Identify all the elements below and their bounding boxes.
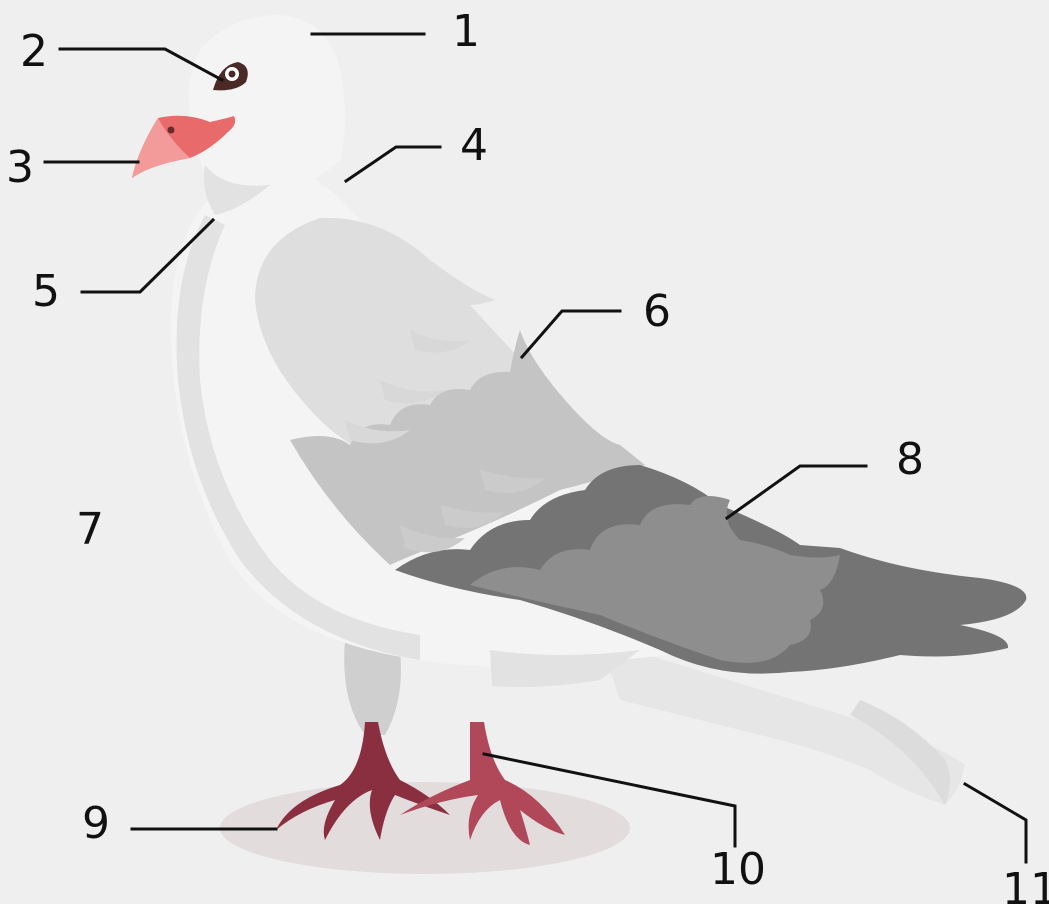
label-3: 3 (6, 142, 34, 193)
label-8: 8 (896, 434, 924, 485)
label-6: 6 (643, 286, 671, 337)
label-4: 4 (460, 120, 488, 171)
label-9: 9 (82, 798, 110, 849)
label-5: 5 (32, 266, 60, 317)
label-1: 1 (452, 6, 480, 57)
label-10: 10 (710, 844, 766, 895)
leader-line-8 (727, 466, 866, 518)
leader-line-4 (346, 147, 440, 181)
leader-line-11 (965, 784, 1026, 862)
nostril (168, 127, 175, 134)
leader-line-6 (522, 311, 620, 357)
pigeon-illustration (132, 15, 1026, 845)
label-7: 7 (76, 504, 104, 555)
label-11: 11 (1002, 864, 1049, 904)
eye-pupil (229, 71, 236, 78)
label-2: 2 (20, 26, 48, 77)
